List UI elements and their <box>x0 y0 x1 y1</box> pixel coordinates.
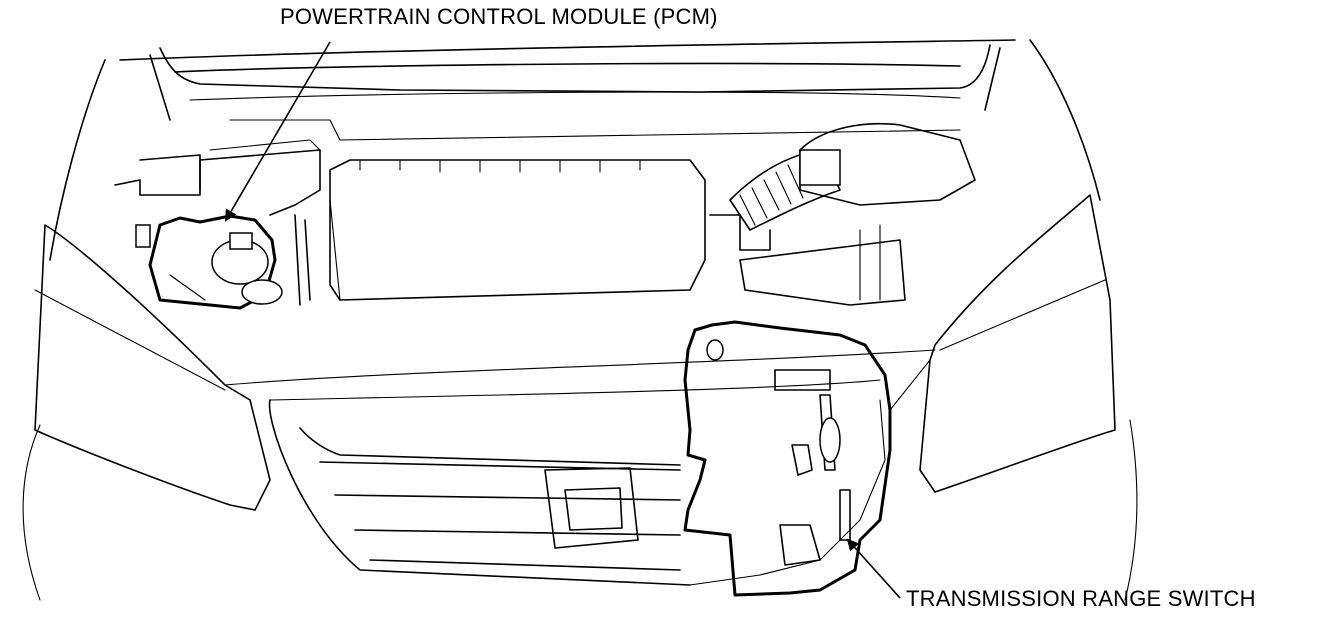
pcm-label: POWERTRAIN CONTROL MODULE (PCM) <box>280 4 718 29</box>
pointers <box>224 41 901 599</box>
hood-outline <box>49 39 1101 261</box>
right-headlight <box>919 194 1116 493</box>
pcm-module <box>148 214 283 310</box>
front-grille <box>268 399 691 586</box>
pcm-pointer-arrow <box>224 41 331 222</box>
left-headlight <box>34 224 271 511</box>
air-intake <box>709 122 976 306</box>
left-components <box>114 139 321 306</box>
transmission-range-switch-label: TRANSMISSION RANGE SWITCH <box>906 586 1256 611</box>
transmission-cutaway <box>269 320 931 597</box>
engine-cover <box>329 159 706 301</box>
switch-pointer-arrow <box>846 538 901 599</box>
body-lines <box>22 279 1138 601</box>
